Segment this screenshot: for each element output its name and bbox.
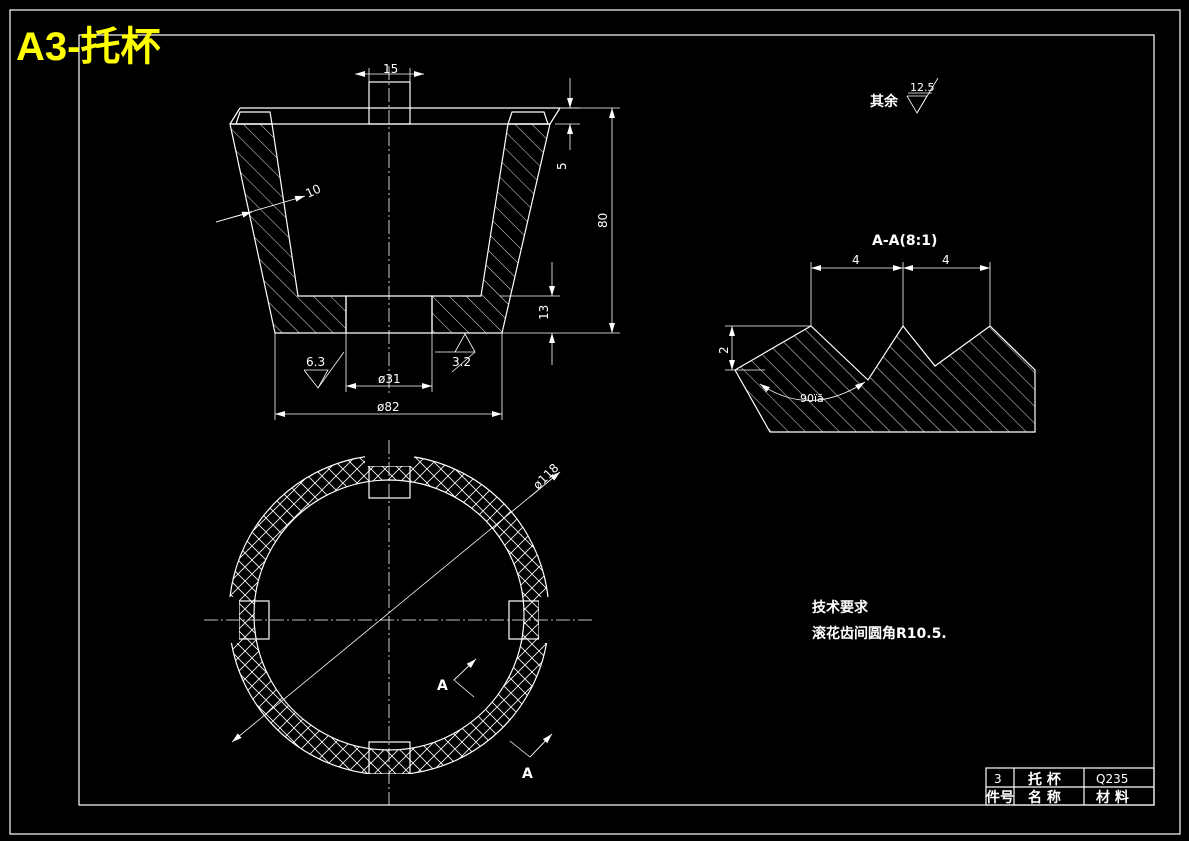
dim-base-thickness: 13 — [537, 305, 551, 320]
svg-text:12.5: 12.5 — [910, 81, 935, 94]
dim-slot-width: 15 — [383, 62, 398, 76]
left-wall-section — [229, 123, 347, 334]
inner-border — [78, 34, 1155, 806]
tech-req-heading: 技术要求 — [812, 599, 869, 616]
tech-req-line-1: 滚花齿间圆角R10.5. — [812, 625, 947, 642]
title-block-name: 托 杯 — [1028, 771, 1062, 788]
svg-text:A: A — [522, 766, 533, 782]
dim-inner-dia: ø31 — [378, 372, 401, 386]
right-wall-section — [431, 123, 551, 334]
title-block-number: 3 — [994, 772, 1002, 786]
title-block-material: Q235 — [1096, 772, 1128, 786]
dim-wall-thickness: 10 — [303, 182, 323, 201]
sheet-banner-title: A3-托杯 — [16, 25, 160, 69]
outer-border — [9, 9, 1181, 835]
section-aa-title: A-A(8:1) — [872, 233, 937, 249]
dim-outer-dia: ø82 — [377, 400, 400, 414]
roughness-symbol-left: 6.3 — [303, 351, 345, 389]
dim-slot-depth: 5 — [555, 162, 569, 170]
roughness-symbol-right: 3.2 — [435, 333, 476, 373]
section-marker-lower: A — [509, 733, 553, 782]
title-block: 3 托 杯 Q235 件号 名 称 材 料 — [985, 767, 1155, 806]
title-block-name-header: 名 称 — [1028, 789, 1061, 806]
svg-text:其余: 其余 — [870, 93, 899, 110]
dim-pitch-1: 4 — [852, 253, 860, 267]
top-view: ø118 A A — [204, 440, 594, 805]
svg-text:3.2: 3.2 — [452, 355, 471, 369]
section-aa-detail: A-A(8:1) 4 4 2 90ïã — [717, 233, 1036, 433]
section-marker-upper: A — [437, 658, 477, 698]
front-section-view: 15 10 5 80 13 ø31 ø82 — [215, 62, 620, 420]
general-roughness-note: 其余 12.5 — [870, 77, 939, 114]
technical-requirements: 技术要求 滚花齿间圆角R10.5. — [812, 599, 947, 642]
dim-tooth-depth: 2 — [717, 346, 731, 354]
dim-pitch-2: 4 — [942, 253, 950, 267]
dim-height: 80 — [596, 213, 610, 228]
top-slot — [368, 81, 411, 125]
title-block-material-header: 材 料 — [1096, 789, 1129, 806]
knurl-teeth-section — [734, 324, 1036, 433]
svg-text:6.3: 6.3 — [306, 355, 325, 369]
svg-text:A: A — [437, 678, 448, 694]
dim-tooth-angle: 90ïã — [800, 392, 824, 405]
title-block-number-header: 件号 — [986, 789, 1014, 806]
dim-ring-dia: ø118 — [530, 461, 561, 492]
